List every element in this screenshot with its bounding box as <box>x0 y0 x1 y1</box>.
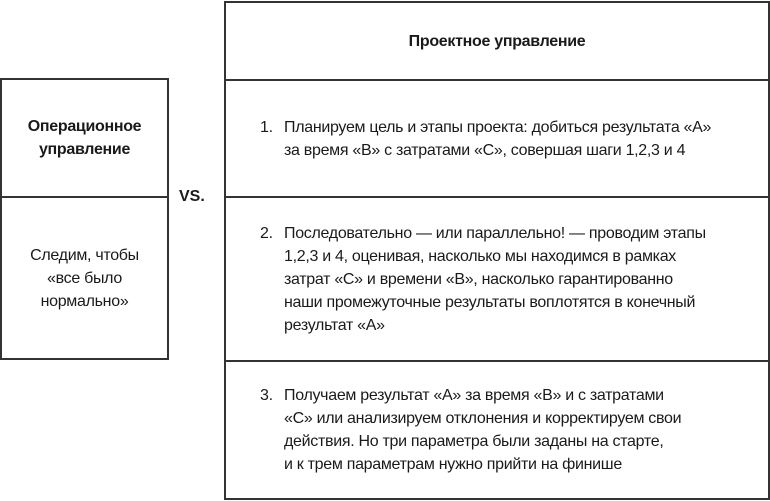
divider <box>226 196 768 198</box>
operational-body-cell: Следим, чтобы «все было нормально» <box>2 198 167 358</box>
step-text-line: затрат «С» и времени «В», насколько гара… <box>284 270 673 288</box>
step-text-line: Получаем результат «А» за время «В» и с … <box>284 387 664 404</box>
project-step-2: 2. Последовательно — или параллельно! — п… <box>226 198 768 360</box>
operational-title-line: управление <box>38 141 131 158</box>
step-text-line: «С» или анализируем отклонения и коррект… <box>284 410 682 427</box>
operational-body-line: нормально» <box>40 292 129 310</box>
operational-body-line: «все было <box>47 269 122 287</box>
project-title-cell: Проектное управление <box>226 3 768 79</box>
step-text-line: результат «А» <box>284 316 385 334</box>
project-management-box: Проектное управление 1. Планируем цель и … <box>224 1 770 500</box>
step-text-line: действия. Но три параметра были заданы н… <box>284 433 664 450</box>
project-step-1: 1. Планируем цель и этапы проекта: добить… <box>226 81 768 196</box>
versus-label: VS. <box>179 188 205 205</box>
project-step-3: 3. Получаем результат «А» за время «В» и … <box>226 362 768 498</box>
operational-management-box: Операционное управление Следим, чтобы «в… <box>0 78 169 360</box>
step-text-line: Планируем цель и этапы проекта: добиться… <box>284 118 712 136</box>
step-text-line: Последовательно — или параллельно! — про… <box>284 224 706 242</box>
divider <box>2 196 167 198</box>
step-number: 3. <box>260 387 273 404</box>
step-text-line: и к трем параметрам нужно прийти на фини… <box>284 456 622 473</box>
step-text-line: наши промежуточные результаты воплотятся… <box>284 293 696 311</box>
operational-body-line: Следим, чтобы <box>30 246 139 264</box>
operational-title-cell: Операционное управление <box>2 80 167 196</box>
operational-title-line: Операционное <box>27 118 142 135</box>
divider <box>226 79 768 81</box>
divider <box>226 360 768 362</box>
step-text-line: за время «В» с затратами «С», совершая ш… <box>284 141 686 159</box>
step-text-line: 1,2,3 и 4, оценивая, насколько мы находи… <box>284 247 677 265</box>
project-title: Проектное управление <box>408 32 586 50</box>
step-number: 1. <box>260 118 273 136</box>
step-number: 2. <box>260 224 273 242</box>
